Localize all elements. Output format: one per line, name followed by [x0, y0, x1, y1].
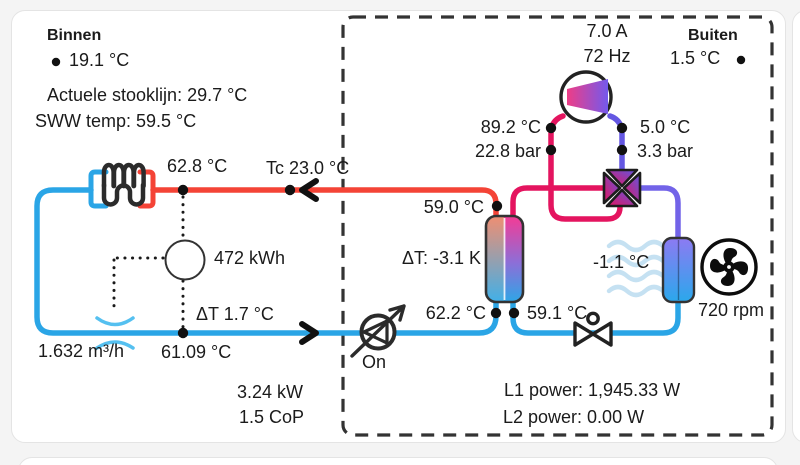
compressor-current-label[interactable]: 7.0 A: [586, 21, 628, 41]
hx-top-temp-label[interactable]: 59.0 °C: [423, 197, 484, 217]
delta-t-water-label[interactable]: ΔT 1.7 °C: [196, 304, 274, 324]
suction-temp-label[interactable]: 5.0 °C: [640, 117, 691, 137]
binnen-temperature[interactable]: 19.1 °C: [69, 50, 130, 70]
stooklijn-label[interactable]: Actuele stooklijn: 29.7 °C: [47, 85, 248, 105]
heating-coil-icon: [101, 162, 146, 207]
return-temp-label[interactable]: 61.09 °C: [161, 342, 232, 362]
flow-arrow-left-icon: [299, 178, 319, 202]
heat-pump-card: [11, 10, 786, 443]
fan-speed-label[interactable]: 720 rpm: [698, 300, 765, 320]
heat-power-label[interactable]: 3.24 kW: [237, 382, 304, 402]
hx-bottom-right-temp-label[interactable]: 59.1 °C: [527, 303, 588, 323]
buiten-bullet-dot: [736, 55, 746, 65]
binnen-title: Binnen: [47, 27, 102, 44]
discharge-temp-label[interactable]: 89.2 °C: [480, 117, 541, 137]
buiten-temperature[interactable]: 1.5 °C: [670, 48, 721, 68]
flow-arrow-right-icon: [299, 321, 319, 345]
suction-pressure-label[interactable]: 3.3 bar: [637, 141, 694, 161]
hx-delta-t-label[interactable]: ΔT: -3.1 K: [402, 248, 482, 268]
evaporator-temp-label[interactable]: -1.1 °C: [593, 252, 650, 272]
supply-temp-label[interactable]: 62.8 °C: [167, 156, 228, 176]
plate-heat-exchanger-icon[interactable]: [484, 214, 525, 304]
flow-rate-label[interactable]: 1.632 m³/h: [38, 341, 125, 361]
defrost-waves-icon: [606, 239, 666, 298]
energy-meter-icon[interactable]: [164, 239, 206, 281]
compressor-frequency-label[interactable]: 72 Hz: [583, 46, 631, 66]
fan-icon[interactable]: [700, 238, 758, 296]
sww-temp-label[interactable]: SWW temp: 59.5 °C: [35, 111, 197, 131]
binnen-bullet-dot: [51, 57, 61, 67]
energy-label[interactable]: 472 kWh: [214, 248, 286, 268]
four-way-valve-icon[interactable]: [602, 168, 642, 208]
expansion-valve-icon[interactable]: [573, 311, 613, 347]
l1-power-label[interactable]: L1 power: 1,945.33 W: [504, 380, 681, 400]
pump-icon[interactable]: [350, 304, 406, 358]
buiten-dashed-border: [341, 15, 774, 437]
heat-meter-links: [112, 195, 185, 329]
discharge-pressure-label[interactable]: 22.8 bar: [474, 141, 541, 161]
flow-meter-icon[interactable]: [95, 316, 135, 350]
l2-power-label[interactable]: L2 power: 0.00 W: [503, 407, 645, 427]
cop-label[interactable]: 1.5 CoP: [239, 407, 305, 427]
pump-state-label[interactable]: On: [362, 352, 387, 372]
evaporator-icon[interactable]: [661, 236, 696, 304]
hx-bottom-left-temp-label[interactable]: 62.2 °C: [425, 303, 486, 323]
sensor-dots: [51, 55, 746, 339]
buiten-title: Buiten: [688, 27, 738, 44]
tc-temp-label[interactable]: Tc 23.0 °C: [266, 158, 350, 178]
compressor-icon[interactable]: [559, 70, 613, 124]
